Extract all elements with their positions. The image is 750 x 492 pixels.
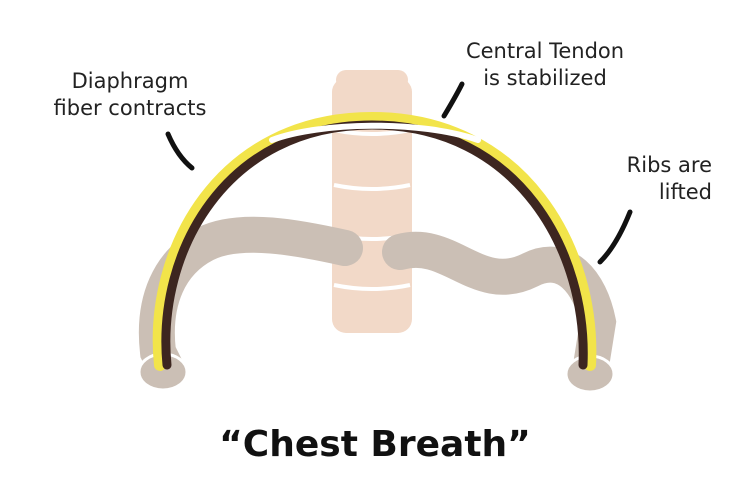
ribs-label-line-2: lifted: [658, 180, 712, 204]
diagram-caption: “Chest Breath”: [219, 424, 531, 465]
diaphragm: [152, 111, 597, 371]
spine-body: [332, 78, 412, 333]
tendon-label-line-1: Central Tendon: [465, 39, 625, 63]
central-tendon: [269, 122, 481, 143]
diaphragm-label: Diaphragm fiber contracts: [40, 68, 220, 122]
spine: [332, 70, 412, 333]
ribs-label-line-1: Ribs are: [626, 153, 712, 177]
spine-disc-line: [333, 283, 411, 291]
diaphragm-glow: [152, 111, 597, 371]
spine-top-cap: [336, 70, 408, 90]
diaphragm-label-line-2: fiber contracts: [53, 96, 207, 120]
tendon-label: Central Tendon is stabilized: [440, 38, 650, 92]
ribs-pointer: [597, 209, 633, 265]
tendon-label-line-2: is stabilized: [483, 66, 607, 90]
diaphragm-label-line-1: Diaphragm: [71, 69, 189, 93]
spine-disc-line: [333, 183, 411, 191]
tendon-pointer: [441, 81, 465, 119]
pointers: [165, 81, 633, 265]
diaphragm-pointer: [165, 131, 195, 171]
ribs-label: Ribs are lifted: [560, 152, 712, 206]
